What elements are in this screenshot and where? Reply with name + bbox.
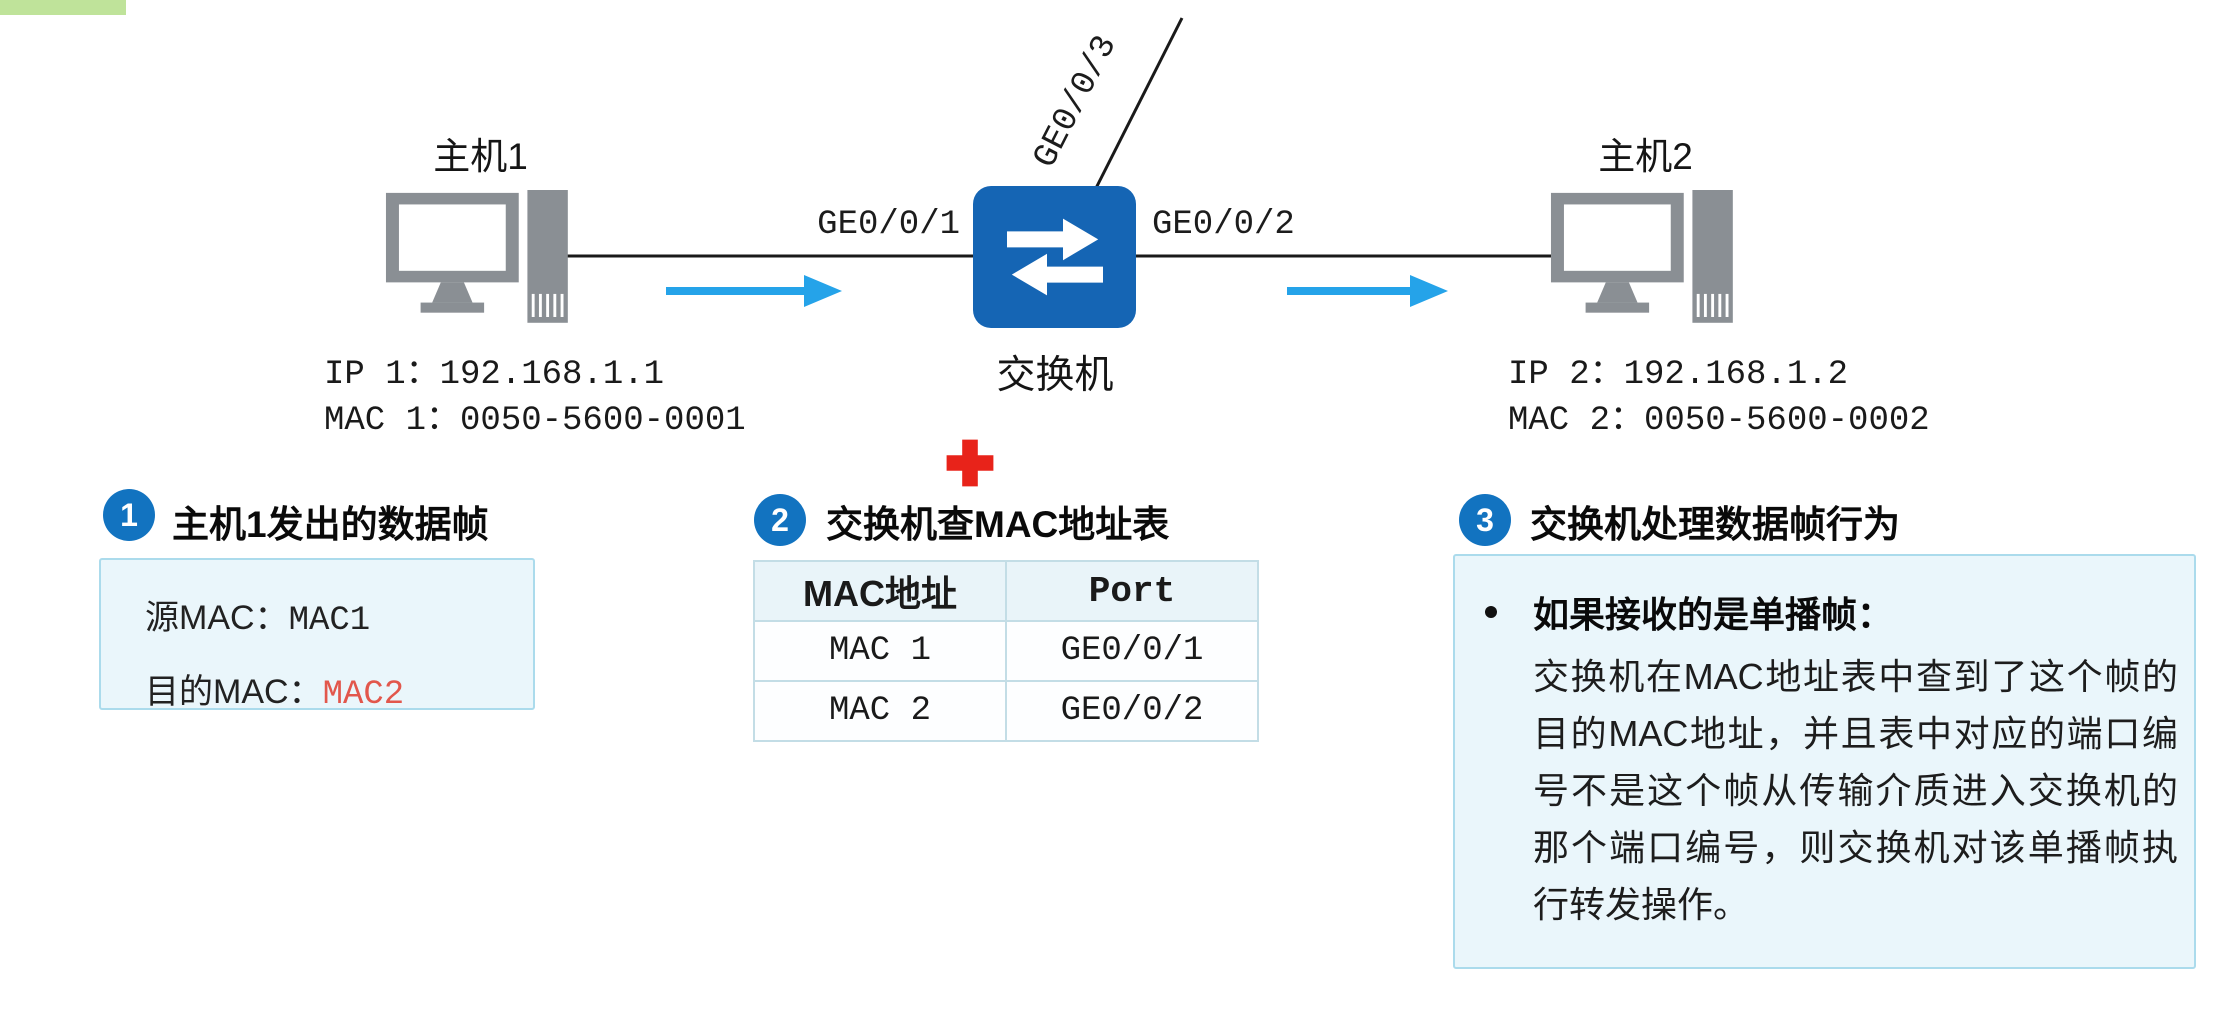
host2-mac: MAC 2：0050-5600-0002 (1508, 402, 1930, 440)
host2-label: 主机2 (1598, 136, 1693, 177)
frame-source-value: MAC1 (288, 602, 371, 640)
host1-label: 主机1 (433, 136, 528, 177)
behavior-bullet-text: 如果接收的是单播帧： (1533, 594, 1894, 635)
behavior-panel: 如果接收的是单播帧： 交换机在MAC地址表中查到了这个帧的目的MAC地址，并且表… (1453, 554, 2196, 969)
mac-table-header-port: Port (1005, 560, 1259, 622)
mac-address-table: MAC地址 Port MAC 1 GE0/0/1 MAC 2 GE0/0/2 (753, 560, 1259, 742)
bullet-dot-icon (1485, 606, 1497, 618)
frame-dest-line: 目的MAC：MAC2 (145, 664, 533, 714)
frame-dest-value: MAC2 (322, 676, 405, 714)
step2-badge: 2 (754, 494, 806, 546)
frame-panel: 源MAC：MAC1 目的MAC：MAC2 (99, 558, 535, 714)
mac1-cell: MAC 1 (753, 620, 1007, 682)
uplink-line (1088, 17, 1184, 201)
step3-title: 交换机处理数据帧行为 (1530, 504, 1900, 545)
mac-table-header-row: MAC地址 Port (753, 560, 1259, 622)
step2-title: 交换机查MAC地址表 (826, 504, 1170, 545)
table-row: MAC 1 GE0/0/1 (753, 620, 1259, 682)
monitor-screen (1563, 204, 1671, 271)
host2-computer-icon (1550, 190, 1733, 323)
switch-arrows-glyph (1006, 218, 1103, 296)
mac-table-header-mac: MAC地址 (753, 560, 1007, 622)
behavior-body-text: 交换机在MAC地址表中查到了这个帧的目的MAC地址，并且表中对应的端口编号不是这… (1533, 656, 2178, 925)
mac2-port-cell: GE0/0/2 (1005, 680, 1259, 742)
step1-title: 主机1发出的数据帧 (172, 504, 489, 545)
host1-mac: MAC 1：0050-5600-0001 (324, 402, 746, 440)
step1-badge: 1 (103, 489, 155, 541)
port-label-ge002: GE0/0/2 (1152, 206, 1295, 244)
port-label-ge001: GE0/0/1 (817, 206, 960, 244)
host1-address-block: IP 1：192.168.1.1 MAC 1：0050-5600-0001 (324, 352, 746, 444)
host1-ip: IP 1：192.168.1.1 (324, 356, 665, 394)
step3-badge: 3 (1459, 494, 1511, 546)
monitor-screen (398, 204, 506, 271)
topology-wires (560, 17, 1552, 307)
host2-ip: IP 2：192.168.1.2 (1508, 356, 1849, 394)
flow-arrow-left-icon (666, 275, 842, 307)
table-row: MAC 2 GE0/0/2 (753, 680, 1259, 742)
behavior-bullet-row: 如果接收的是单播帧： (1485, 586, 1893, 638)
mac1-port-cell: GE0/0/1 (1005, 620, 1259, 682)
switch-label: 交换机 (996, 354, 1114, 397)
switch-icon (973, 186, 1136, 328)
frame-source-line: 源MAC：MAC1 (145, 590, 533, 640)
flow-arrow-right-icon (1287, 275, 1448, 307)
frame-dest-label: 目的MAC： (145, 673, 323, 711)
corner-highlight-artifact (0, 0, 126, 15)
frame-source-label: 源MAC： (145, 599, 289, 637)
host2-address-block: IP 2：192.168.1.2 MAC 2：0050-5600-0002 (1508, 352, 1930, 444)
mac2-cell: MAC 2 (753, 680, 1007, 742)
red-plus-icon (946, 439, 994, 487)
host1-computer-icon (385, 190, 568, 323)
